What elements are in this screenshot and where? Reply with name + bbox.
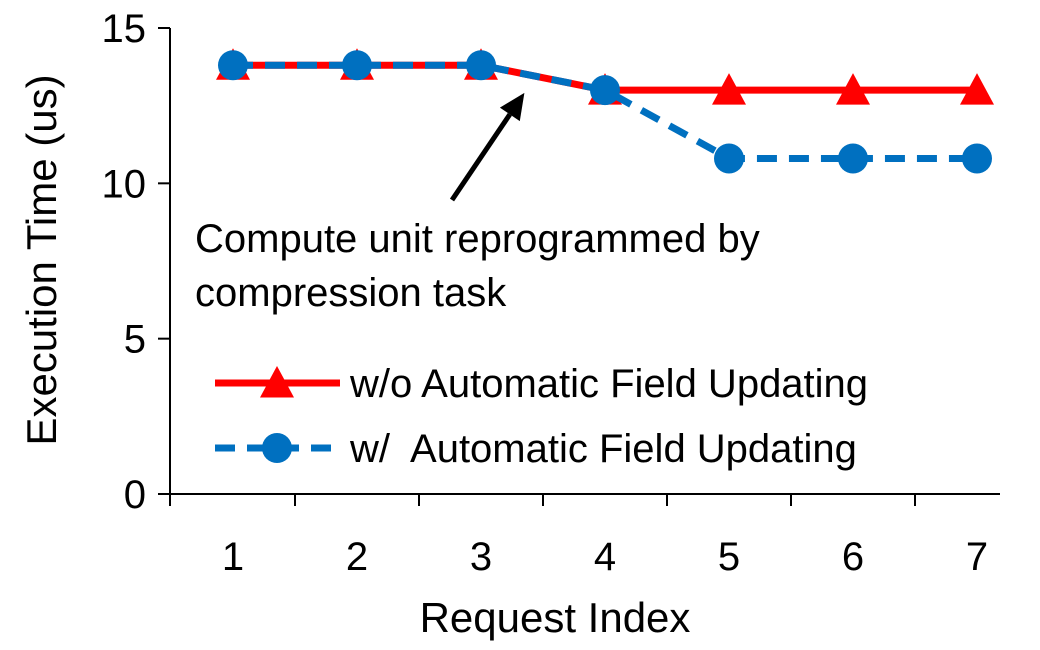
y-axis-title: Execution Time (us) xyxy=(18,74,65,445)
y-tick-label: 15 xyxy=(102,7,147,51)
x-tick-label: 7 xyxy=(966,535,988,579)
series-marker xyxy=(218,50,248,81)
series-marker xyxy=(712,73,746,105)
axes xyxy=(169,28,1000,495)
annotation-line-1: Compute unit reprogrammed by xyxy=(195,217,760,261)
y-ticks: 0 5 10 15 xyxy=(102,7,170,517)
legend-label: w/ Automatic Field Updating xyxy=(349,427,857,471)
x-tick-label: 1 xyxy=(222,535,244,579)
legend-label: w/o Automatic Field Updating xyxy=(349,362,868,406)
annotation-arrow xyxy=(449,112,512,202)
legend-item-1: w/o Automatic Field Updating xyxy=(215,362,868,406)
x-tick-label: 3 xyxy=(470,535,492,579)
y-tick-label: 10 xyxy=(102,162,147,206)
series-2 xyxy=(218,50,992,174)
annotation: Compute unit reprogrammed by compression… xyxy=(195,92,760,315)
series-layer xyxy=(216,48,994,174)
legend: w/o Automatic Field Updating w/ Automatic… xyxy=(215,362,868,471)
y-tick-label: 0 xyxy=(124,473,146,517)
x-tick-label: 2 xyxy=(346,535,368,579)
series-marker xyxy=(962,143,992,174)
series-marker xyxy=(838,143,868,174)
y-tick-label: 5 xyxy=(124,318,146,362)
x-axis-title: Request Index xyxy=(420,594,691,641)
series-marker xyxy=(466,50,496,81)
series-marker xyxy=(836,73,870,105)
x-ticks: 1 2 3 4 5 6 7 xyxy=(169,494,988,579)
series-marker xyxy=(960,73,994,105)
x-tick-label: 4 xyxy=(594,535,616,579)
annotation-line-2: compression task xyxy=(195,271,507,315)
annotation-arrowhead xyxy=(499,92,525,122)
series-marker xyxy=(590,75,620,106)
x-tick-label: 5 xyxy=(718,535,740,579)
legend-swatch-marker xyxy=(260,366,294,398)
legend-swatch-marker xyxy=(262,433,292,463)
series-marker xyxy=(714,143,744,174)
legend-item-2: w/ Automatic Field Updating xyxy=(215,427,857,471)
x-tick-label: 6 xyxy=(842,535,864,579)
series-marker xyxy=(342,50,372,81)
